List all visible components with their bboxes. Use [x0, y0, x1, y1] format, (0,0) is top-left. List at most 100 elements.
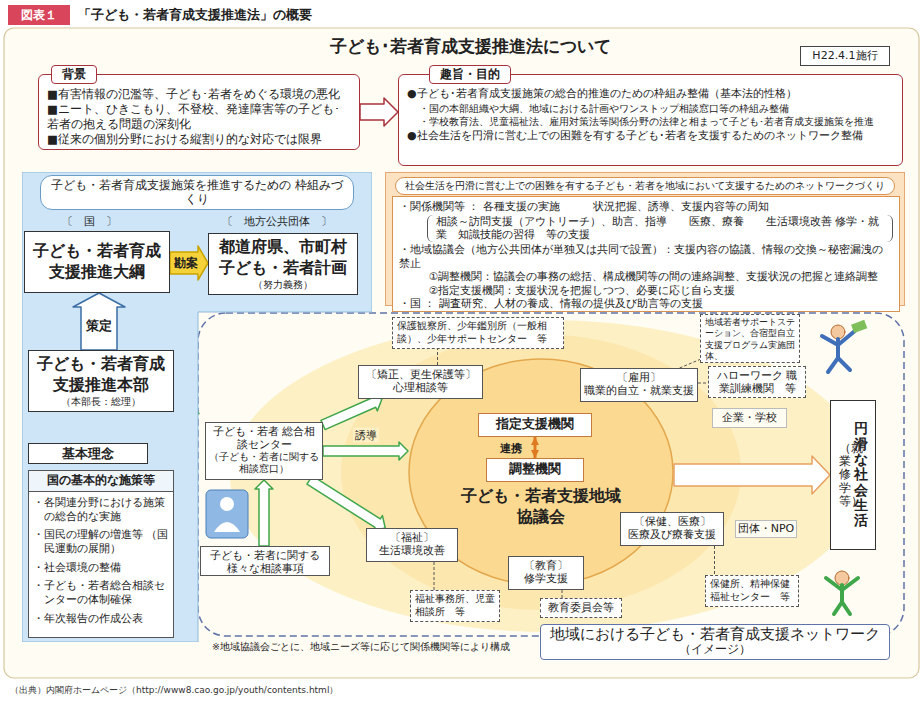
figure-title: 「子ども・若者育成支援推進法」の概要 [78, 5, 312, 25]
node-text: 地域若者サポートステーション、合宿型自立支援プログラム実施団体、 [705, 317, 795, 362]
consultation-box: 子ども・若者に関する 様々な相談事項 [200, 546, 330, 576]
node-text: 〔福祉〕 [370, 531, 454, 544]
node-text: ・国民の理解の増進等 （国民運動の展開） [33, 528, 169, 557]
connector [714, 546, 715, 575]
node-text: 子ども・若者育成支援推進大綱 [29, 241, 165, 283]
node-text: ②指定支援機関：支援状況を把握しつつ、必要に応じ自ら支援 [399, 284, 893, 298]
plain-box: 団体・NPO [735, 520, 797, 538]
network-panel: 社会生活を円滑に営む上での困難を有する子ども・若者を地域において支援するためのネ… [385, 172, 905, 306]
network-detail-box: ・関係機関等 ： 各種支援の実施 状況把握、誘導、支援内容等の周知相談～訪問支援… [392, 196, 900, 312]
node-text: 団体・NPO [736, 521, 796, 537]
node-text: ハローワーク 職業訓練機関 等 [713, 369, 801, 395]
support-box: 〔保健、医療〕医療及び療養支援 [620, 512, 724, 546]
node-text: 調整機関 [487, 459, 583, 479]
node-text: ・年次報告の作成公表 [33, 612, 169, 626]
node-text: ・関係機関等 ： 各種支援の実施 状況把握、誘導、支援内容等の周知 [399, 200, 893, 214]
node-text: 〔雇用〕 [584, 371, 694, 384]
node-text: ■従来の個別分野における縦割り的な対応では限界 [47, 132, 351, 147]
node-text: ・各関連分野における施策の総合的な実施 [33, 496, 169, 525]
plan-box: 都道府県、市町村 子ども・若者計画（努力義務） [208, 233, 358, 295]
block-arrow [321, 394, 382, 429]
node-text: 趣旨・目的 [429, 65, 511, 84]
connector [434, 562, 435, 590]
node-text: 基本理念 [29, 444, 147, 463]
node-text: 心理相談等 [362, 381, 479, 394]
inner-ring [341, 334, 741, 610]
node-text: ・国 ： 調査研究、人材の養成、情報の提供及び助言等の支援 [399, 297, 893, 311]
node-text: 背景 [51, 65, 97, 84]
headquarters-box: 子ども・若者育成支援推進本部（本部長：総理） [28, 350, 174, 412]
node-text: 国の基本的な施策等 [29, 471, 173, 492]
person-icon [822, 320, 867, 372]
connector [437, 349, 438, 365]
coordinating-agency: 調整機関 [486, 458, 584, 482]
annotation: 〔 地方公共団体 〕 [222, 214, 332, 229]
node-text: 子ども・若者育成支援推進本部 [33, 354, 169, 396]
node-text: （子ども・若者に関する相談窓口） [209, 451, 319, 475]
date-box: H22.4.1施行 [800, 46, 890, 66]
annotation: 〔 国 〕 [62, 214, 117, 229]
node-text: 地域における子ども・若者育成支援ネットワーク [546, 626, 884, 643]
figure-badge: 図表１ [8, 5, 70, 25]
edge-label: 連携 [498, 440, 524, 455]
agency-box: ハローワーク 職業訓練機関 等 [708, 366, 806, 398]
node-text: 企業・学校 [713, 409, 786, 427]
network-ellipse [230, 320, 866, 632]
agency-box: 保護観察所、少年鑑別所（一般相談）、少年サポートセンター 等 [392, 317, 564, 349]
principle-box: 基本理念 [28, 443, 148, 464]
network-title: 地域における子ども・若者育成支援ネットワーク（イメージ） [540, 624, 890, 660]
connector [680, 359, 700, 368]
consult-icon [206, 490, 248, 538]
node-text: ・社会環境の整備 [33, 561, 169, 575]
plain-box: 企業・学校 [712, 408, 787, 428]
outer-frame [4, 28, 919, 678]
policy-list: 国の基本的な施策等・各関連分野における施策の総合的な実施・国民の理解の増進等 （… [28, 470, 174, 638]
node-text: （努力義務） [253, 278, 313, 291]
node-text: ■有害情報の氾濫等、子ども･若者をめぐる環境の悪化 [47, 87, 351, 102]
agency-box: 保健所、精神保健福祉センター 等 [705, 575, 799, 607]
panel-shape [22, 172, 372, 642]
annotation: 子ども･若者育成支援推進法について [260, 35, 680, 58]
network-frame [198, 313, 904, 636]
annotation: ※地域協議会ごとに、地域ニーズ等に応じて関係機関等により構成 [212, 641, 510, 654]
node-text: 教育委員会等 [545, 601, 617, 614]
node-text: 指定支援機関 [479, 414, 591, 434]
node-text: ①調整機関：協議会の事務の総括、構成機関等の間の連絡調整、支援状況の把握と連絡調… [399, 270, 893, 284]
support-box: 〔矯正、更生保護等〕心理相談等 [358, 365, 483, 399]
agency-box: 地域若者サポートステーション、合宿型自立支援プログラム実施団体、 [700, 314, 800, 363]
person-icon [826, 571, 858, 614]
node-text: ・国の本部組織や大綱、地域における計画やワンストップ相談窓口等の枠組み整備 [407, 102, 894, 116]
connector [562, 590, 563, 598]
edge-label: 策定 [84, 317, 114, 335]
block-arrow [323, 442, 408, 460]
node-text: 保護観察所、少年鑑別所（一般相談）、少年サポートセンター 等 [397, 320, 559, 345]
block-arrow [360, 98, 398, 126]
node-text: 都道府県、市町村 子ども・若者計画 [213, 237, 353, 279]
support-box: 〔雇用〕職業的自立・就業支援 [580, 368, 698, 402]
node-text: 職業的自立・就業支援 [584, 384, 694, 397]
node-text: （本部長：総理） [61, 395, 141, 408]
node-text: 〔保健、医療〕 [624, 515, 720, 528]
purpose-box: 趣旨・目的●子ども･若者育成支援施策の総合的推進のための枠組み整備（基本法的性格… [398, 74, 903, 166]
node-text: 〔教育〕 [512, 559, 580, 572]
node-text: ●子ども･若者育成支援施策の総合的推進のための枠組み整備（基本法的性格） [407, 87, 894, 102]
node-text: 図表１ [8, 5, 70, 25]
node-text: ■ニート、ひきこもり、不登校、発達障害等の子ども･若者の抱える問題の深刻化 [47, 102, 351, 132]
node-text: 福祉事務所、児童相談所 等 [415, 593, 495, 618]
support-box: 〔教育〕修学支援 [508, 556, 584, 590]
source-caption: （出典）内閣府ホームページ（http://www8.cao.go.jp/yout… [10, 684, 338, 697]
node-text: ・学校教育法、児童福祉法、雇用対策法等関係分野の法律と相まって子ども･若者育成支… [407, 115, 894, 129]
outcome-box: 円滑な社会生活（就業・修学等） [830, 400, 876, 550]
block-arrow [307, 476, 385, 531]
node-text: 子ども・若者に関する 様々な相談事項 [204, 549, 326, 575]
node-text: ●社会生活を円滑に営む上での困難を有する子ども･若者を支援するためのネットワーク… [407, 129, 894, 144]
node-text: 生活環境改善 [370, 544, 454, 557]
edge-label: 誘導 [353, 428, 379, 443]
consultation-center: 子ども・若者 総合相談センター（子ども・若者に関する相談窓口） [205, 422, 323, 480]
node-text: ・子ども・若者総合相談センターの体制確保 [33, 579, 169, 608]
background-box: 背景■有害情報の氾濫等、子ども･若者をめぐる環境の悪化■ニート、ひきこもり、不登… [38, 74, 360, 150]
block-arrow [674, 456, 830, 494]
edge-label: 勘案 [172, 255, 200, 272]
designated-agency: 指定支援機関 [478, 413, 592, 437]
node-text: 医療及び療養支援 [624, 528, 720, 541]
